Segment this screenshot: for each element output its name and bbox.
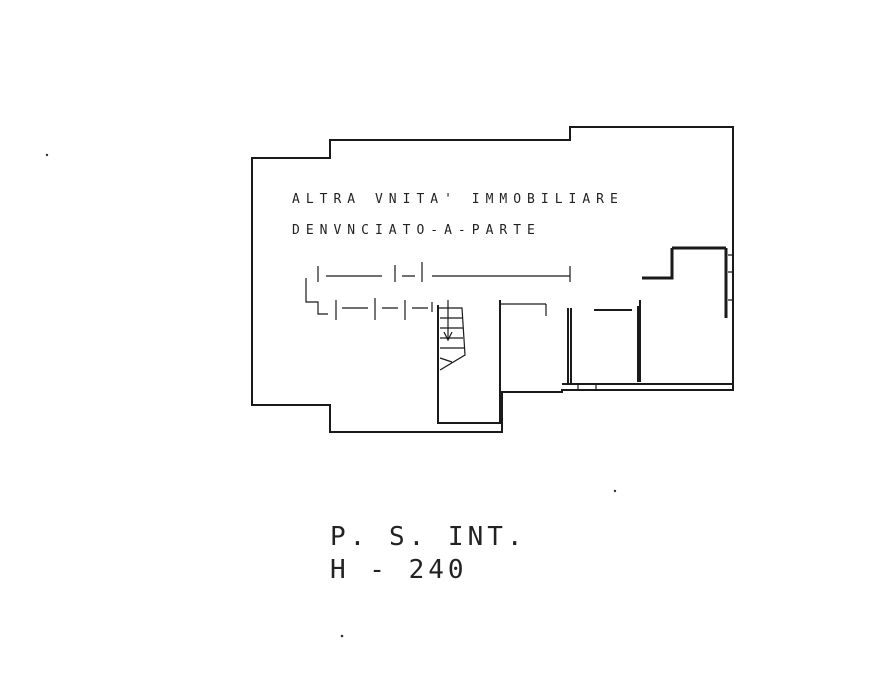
height-label: H - 240 xyxy=(330,555,468,585)
note-line-1: ALTRA VNITA' IMMOBILIARE xyxy=(292,192,624,207)
right-rooms xyxy=(562,246,733,390)
floor-label: P. S. INT. xyxy=(330,522,527,552)
outer-perimeter xyxy=(251,126,734,433)
staircase xyxy=(437,300,501,424)
partition-lines xyxy=(305,262,571,320)
scan-dots xyxy=(45,153,617,638)
note-line-2: DENVNCIATO-A-PARTE xyxy=(292,223,541,238)
